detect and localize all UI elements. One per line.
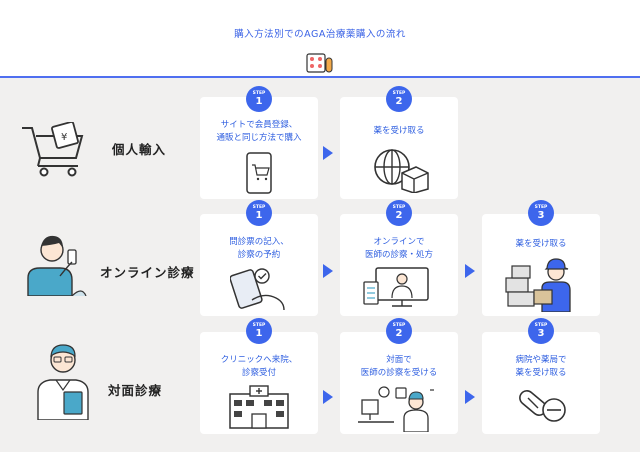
doctor-icon — [37, 344, 89, 420]
tablet-check-icon — [230, 268, 285, 311]
pill-pack-icon — [306, 53, 333, 73]
arrow-right-icon — [323, 264, 333, 278]
arrow-right-icon — [465, 264, 475, 278]
header-area: 購入方法別でのAGA治療薬購入の流れ — [0, 0, 640, 78]
shopping-cart-icon: ¥ — [22, 122, 84, 177]
step-text: 対面で 医師の診察を受ける — [360, 355, 438, 378]
pills-icon — [519, 390, 566, 422]
step-text: 病院や薬局で 薬を受け取る — [515, 355, 567, 378]
globe-package-icon — [374, 149, 429, 193]
step-card-in-person-1: クリニックへ来院、 診察受付 — [200, 332, 318, 434]
delivery-person-icon — [505, 258, 571, 312]
step-text: サイトで会員登録、 通販と同じ方法で購入 — [216, 120, 302, 143]
arrow-right-icon — [465, 390, 475, 404]
step-text: 薬を受け取る — [373, 126, 425, 136]
smartphone-cart-icon — [246, 152, 272, 194]
row-label-import: 個人輸入 — [112, 142, 167, 157]
step-card-online-2: オンラインで 医師の診察・処方 — [340, 214, 458, 316]
page-title: 購入方法別でのAGA治療薬購入の流れ — [234, 29, 406, 40]
arrow-right-icon — [323, 390, 333, 404]
header-divider — [0, 76, 640, 78]
svg-text:¥: ¥ — [61, 132, 67, 143]
step-text: クリニックへ来院、 診察受付 — [220, 355, 298, 378]
step-card-online-3: 薬を受け取る — [482, 214, 600, 316]
row-label-online: オンライン診療 — [100, 265, 195, 280]
row-label-in-person: 対面診療 — [108, 383, 163, 398]
person-with-phone-icon — [27, 235, 87, 296]
step-text: 問診票の記入、 診察の予約 — [229, 237, 289, 260]
step-text: オンラインで 医師の診察・処方 — [364, 237, 433, 260]
step-card-in-person-2: 対面で 医師の診察を受ける — [340, 332, 458, 434]
doctor-consultation-icon — [358, 386, 434, 432]
step-card-import-2: 薬を受け取る — [340, 97, 458, 199]
step-card-online-1: 問診票の記入、 診察の予約 — [200, 214, 318, 316]
arrow-right-icon — [323, 146, 333, 160]
step-text: 薬を受け取る — [515, 239, 567, 249]
step-card-import-1: サイトで会員登録、 通販と同じ方法で購入 — [200, 97, 318, 199]
hospital-building-icon — [229, 385, 289, 429]
doctor-monitor-icon — [363, 267, 429, 307]
step-card-in-person-3: 病院や薬局で 薬を受け取る — [482, 332, 600, 434]
